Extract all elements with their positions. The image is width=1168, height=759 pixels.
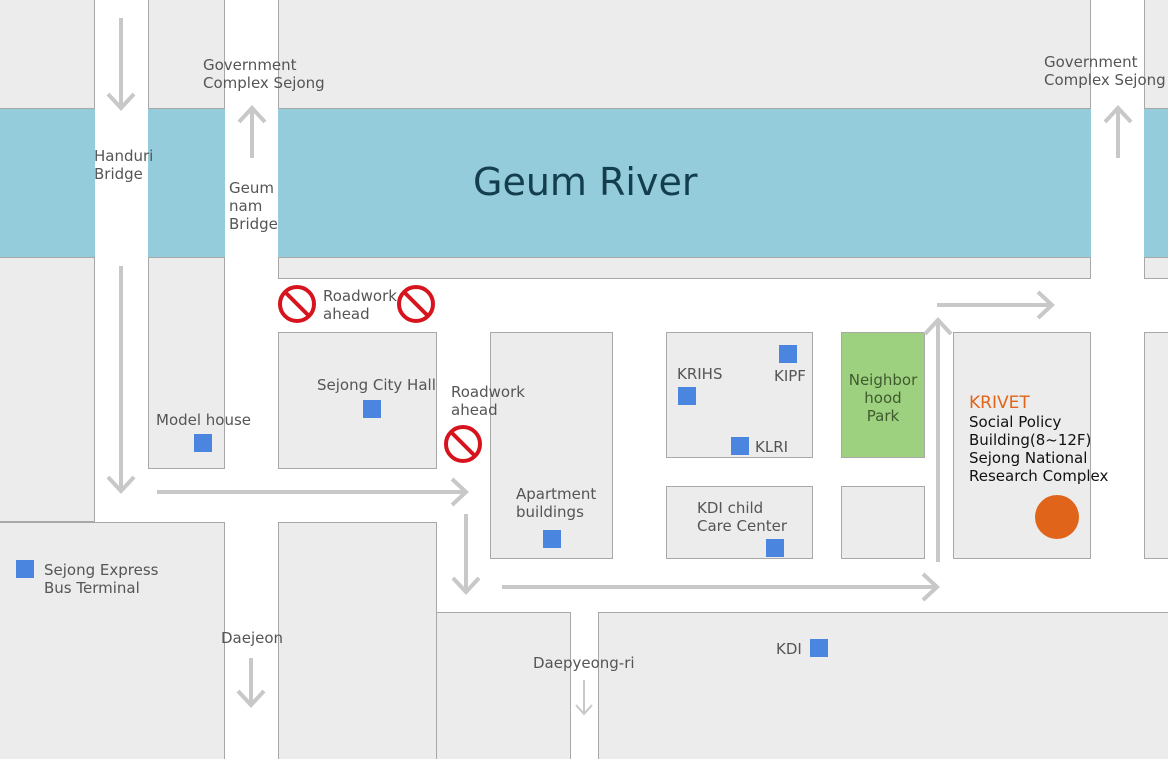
kipf-marker	[779, 345, 797, 363]
block-top-right	[1144, 0, 1168, 109]
kdi-child-label: KDI child Care Center	[697, 499, 787, 535]
geum-river	[0, 109, 1168, 257]
block-top-left	[0, 0, 95, 109]
arrow-gov-up-left-head	[237, 105, 267, 124]
klri-label: KLRI	[755, 438, 789, 456]
daepyeong-label: Daepyeong-ri	[533, 654, 635, 672]
roadwork-label-mid: Roadwork ahead	[451, 383, 525, 419]
block-apartments	[490, 332, 613, 559]
kdi-label: KDI	[776, 640, 802, 658]
apartments-label: Apartment buildings	[516, 485, 597, 521]
apartments-marker	[543, 530, 561, 548]
block-south-bank	[278, 257, 1091, 279]
handuri-bridge-label: Handuri Bridge	[94, 147, 154, 183]
block-right-edge	[1144, 332, 1168, 559]
block-left-west	[0, 257, 95, 522]
city-hall-label: Sejong City Hall	[317, 376, 436, 394]
block-far-right-bank	[1144, 257, 1168, 279]
block-top-north-bank	[278, 0, 1091, 109]
no-entry-icon	[444, 425, 482, 463]
model-house-marker	[194, 434, 212, 452]
roadwork-label-top: Roadwork ahead	[323, 287, 397, 323]
kipf-label: KIPF	[774, 367, 806, 385]
arrow-south-turn-head	[451, 576, 481, 595]
krivet-name-label: KRIVET	[969, 393, 1030, 413]
river-label: Geum River	[473, 160, 698, 204]
krivet-details-label: Social Policy Building(8~12F) Sejong Nat…	[969, 413, 1109, 485]
no-entry-icon	[278, 285, 316, 323]
kdi-marker	[810, 639, 828, 657]
block-city-hall	[278, 332, 437, 469]
krihs-marker	[678, 387, 696, 405]
kdi-child-marker	[766, 539, 784, 557]
krivet-destination-marker	[1035, 495, 1079, 539]
geumnam-bridge-label: Geum nam Bridge	[229, 179, 278, 233]
klri-marker	[731, 437, 749, 455]
neighborhood-park	[841, 332, 925, 458]
block-daepyeong-west	[436, 612, 571, 759]
block-kdi	[598, 612, 1168, 759]
krihs-label: KRIHS	[677, 365, 723, 383]
model-house-label: Model house	[156, 411, 252, 429]
handuri-bridge-deck	[95, 109, 148, 257]
block-kdi-child	[666, 486, 813, 559]
arrow-daepyeong-down-head	[575, 704, 593, 716]
arrow-handuri-down-head	[106, 92, 136, 111]
gov-complex-left-label: Government Complex Sejong	[203, 56, 325, 92]
bus-terminal-label: Sejong Express Bus Terminal	[44, 561, 159, 597]
block-bus-terminal	[0, 522, 225, 759]
bus-terminal-marker	[16, 560, 34, 578]
block-top-bridges	[148, 0, 225, 109]
city-hall-marker	[363, 400, 381, 418]
daejeon-label: Daejeon	[221, 629, 284, 647]
block-model-house	[148, 257, 225, 469]
arrow-north-krivet-head	[923, 317, 953, 336]
arrow-gov-up-right-head	[1103, 105, 1133, 124]
park-label: Neighbor hood Park	[848, 371, 918, 425]
arrow-daejeon-down-head	[236, 689, 266, 708]
arrow-east-lower-head	[921, 572, 940, 602]
gov-complex-right-label: Government Complex Sejong	[1044, 53, 1166, 89]
block-daejeon-east	[278, 522, 437, 759]
arrow-east-main-head	[450, 477, 469, 507]
arrow-west-road-down-head	[106, 475, 136, 494]
no-entry-icon	[397, 285, 435, 323]
arrow-east-upper-head	[1036, 290, 1055, 320]
block-small	[841, 486, 925, 559]
